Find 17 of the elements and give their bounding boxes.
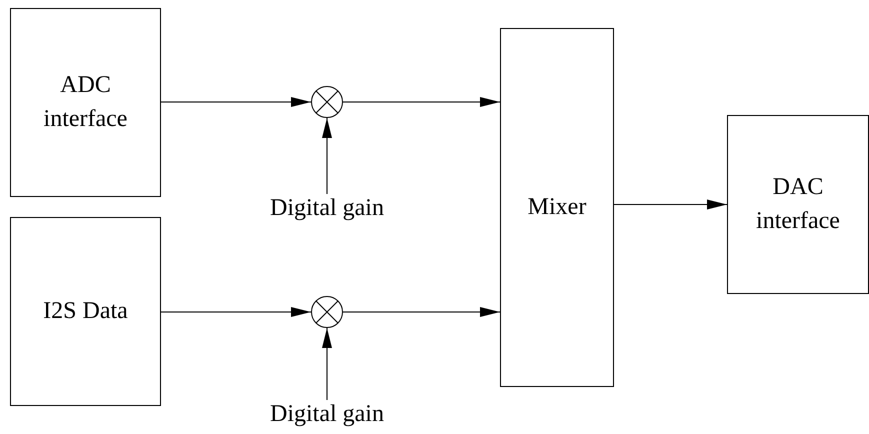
block-box <box>10 8 161 197</box>
block-label: DAC interface <box>755 172 841 236</box>
arrow <box>322 118 332 194</box>
block-label: ADC interface <box>42 70 128 134</box>
gain-label: Digital gain <box>270 194 384 224</box>
arrow <box>322 328 332 400</box>
arrow <box>342 307 500 317</box>
arrow <box>614 200 728 210</box>
block-box <box>727 115 869 294</box>
block-box <box>10 217 161 406</box>
arrow <box>160 307 312 317</box>
block-label: Mixer <box>528 192 586 222</box>
block-label: I2S Data <box>43 296 128 326</box>
block-box <box>500 28 614 387</box>
arrow <box>342 97 500 107</box>
gain-label: Digital gain <box>270 400 384 430</box>
arrow <box>160 97 312 107</box>
